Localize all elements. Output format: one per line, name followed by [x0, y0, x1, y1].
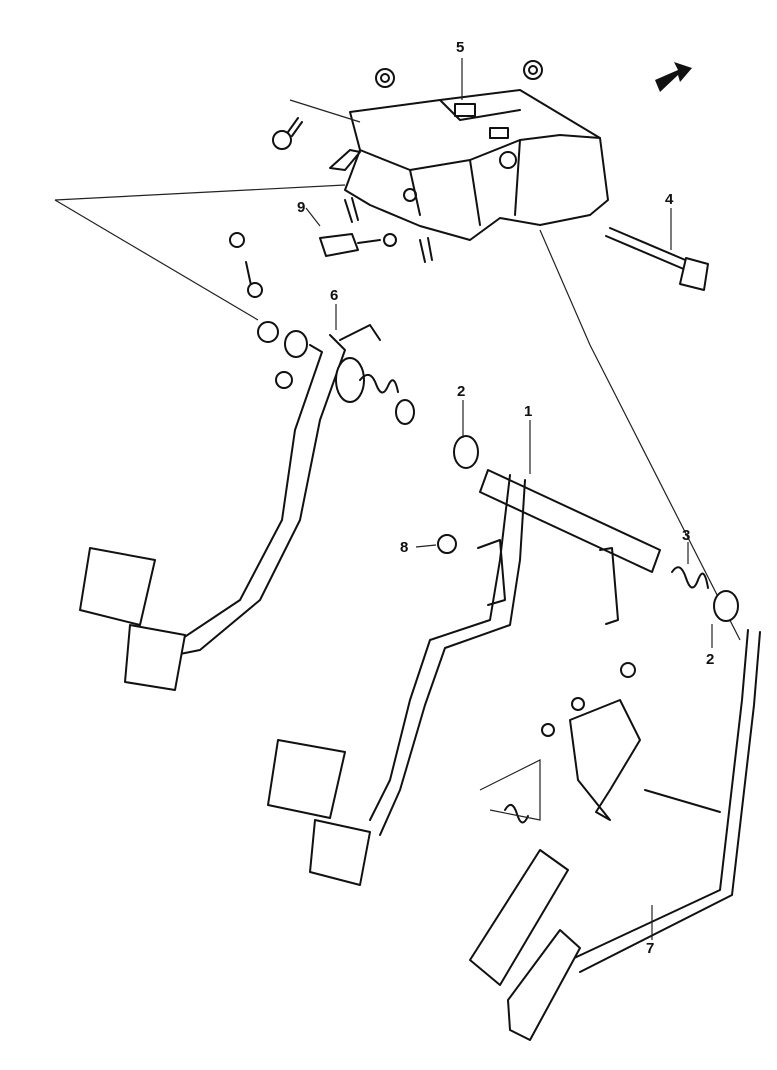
callout-2-right: 2 — [706, 651, 714, 668]
pedal-bracket — [329, 89, 609, 241]
callout-leaders — [305, 58, 713, 940]
clutch-retainer-clip — [257, 321, 279, 343]
callout-7: 7 — [646, 940, 654, 957]
callout-5: 5 — [456, 39, 464, 56]
bracket-bolt-left — [272, 117, 303, 150]
callout-6: 6 — [330, 287, 338, 304]
brake-stopper — [437, 534, 457, 554]
bracket-stud-right — [419, 237, 433, 263]
accelerator-spring — [479, 759, 541, 824]
clutch-bushing — [284, 330, 308, 358]
brake-return-spring — [671, 566, 709, 589]
callout-4: 4 — [665, 191, 674, 208]
callout-2-left: 2 — [457, 383, 465, 400]
mounting-leader-lines — [54, 99, 741, 641]
front-arrow-icon — [655, 62, 692, 92]
clutch-return-spring — [359, 373, 415, 425]
brake-light-switch — [229, 232, 397, 298]
callout-8: 8 — [400, 539, 408, 556]
brake-bushing-left — [453, 435, 479, 469]
callout-1: 1 — [524, 403, 532, 420]
brake-pedal — [267, 469, 661, 886]
pivot-bolt — [605, 227, 709, 291]
accelerator-bracket — [541, 662, 641, 821]
bracket-nut-top-right — [523, 60, 543, 80]
clutch-stopper — [275, 371, 293, 389]
callout-3: 3 — [682, 527, 690, 544]
bracket-stud-left — [344, 197, 359, 223]
bracket-nut-top-left — [375, 68, 395, 88]
callout-9: 9 — [297, 199, 305, 216]
accelerator-pedal — [469, 629, 761, 1041]
brake-bushing-right — [713, 590, 739, 622]
clutch-pedal — [79, 324, 381, 691]
